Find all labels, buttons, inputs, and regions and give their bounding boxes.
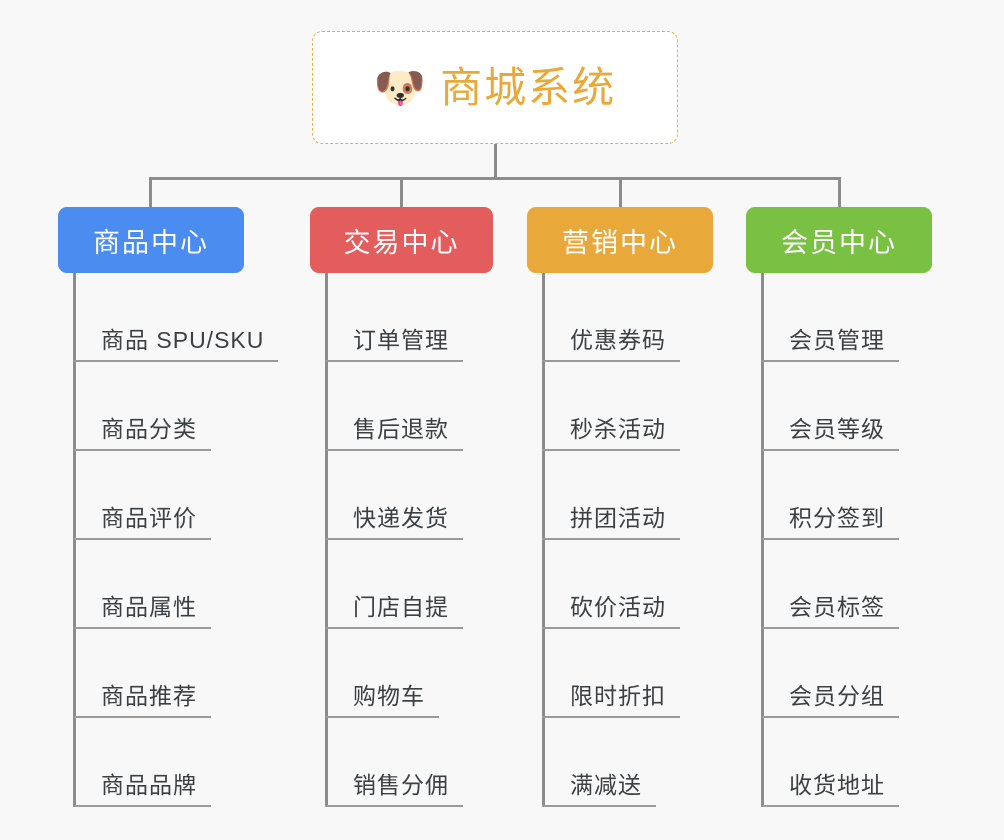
leaf-item[interactable]: 商品品牌: [73, 770, 211, 807]
leaf-label: 商品属性: [101, 594, 197, 620]
leaf-label: 会员等级: [789, 416, 885, 442]
leaf-label: 砍价活动: [570, 594, 666, 620]
leaf-item[interactable]: 订单管理: [325, 325, 463, 362]
leaf-label: 会员管理: [789, 327, 885, 353]
root-stem-line: [494, 144, 497, 179]
leaf-item[interactable]: 收货地址: [761, 770, 899, 807]
root-node[interactable]: 🐶 商城系统: [312, 31, 678, 144]
category-label: 会员中心: [781, 227, 897, 258]
leaf-label: 快递发货: [353, 505, 449, 531]
drop-line-2: [400, 177, 403, 208]
leaf-label: 满减送: [570, 772, 642, 798]
leaf-item[interactable]: 会员分组: [761, 681, 899, 718]
leaf-label: 积分签到: [789, 505, 885, 531]
leaf-item[interactable]: 积分签到: [761, 503, 899, 540]
root-title: 商城系统: [440, 63, 617, 111]
leaf-item[interactable]: 售后退款: [325, 414, 463, 451]
dog-face-icon: 🐶: [373, 63, 427, 111]
category-header-marketing[interactable]: 营销中心: [527, 207, 713, 273]
leaf-item[interactable]: 会员标签: [761, 592, 899, 629]
leaf-item[interactable]: 购物车: [325, 681, 439, 718]
category-label: 营销中心: [562, 227, 678, 258]
leaf-label: 商品分类: [101, 416, 197, 442]
leaf-label: 会员分组: [789, 683, 885, 709]
leaf-item[interactable]: 销售分佣: [325, 770, 463, 807]
leaf-item[interactable]: 商品 SPU/SKU: [73, 325, 279, 362]
leaf-label: 商品品牌: [101, 772, 197, 798]
category-trunk-line: [761, 273, 764, 807]
leaf-item[interactable]: 商品推荐: [73, 681, 211, 718]
drop-line-4: [838, 177, 841, 208]
drop-line-3: [619, 177, 622, 208]
leaf-label: 拼团活动: [570, 505, 666, 531]
leaf-label: 秒杀活动: [570, 416, 666, 442]
leaf-label: 收货地址: [789, 772, 885, 798]
leaf-label: 优惠券码: [570, 327, 666, 353]
leaf-label: 门店自提: [353, 594, 449, 620]
category-trunk-line: [542, 273, 545, 807]
leaf-item[interactable]: 会员等级: [761, 414, 899, 451]
leaf-label: 会员标签: [789, 594, 885, 620]
leaf-label: 商品评价: [101, 505, 197, 531]
category-trunk-line: [325, 273, 328, 807]
category-label: 交易中心: [343, 227, 460, 258]
leaf-item[interactable]: 商品属性: [73, 592, 211, 629]
leaf-item[interactable]: 满减送: [542, 770, 656, 807]
category-header-member[interactable]: 会员中心: [746, 207, 932, 273]
leaf-item[interactable]: 砍价活动: [542, 592, 680, 629]
category-header-product[interactable]: 商品中心: [58, 207, 244, 273]
leaf-item[interactable]: 优惠券码: [542, 325, 680, 362]
leaf-label: 商品 SPU/SKU: [101, 327, 265, 353]
leaf-label: 购物车: [353, 683, 425, 709]
leaf-label: 订单管理: [353, 327, 449, 353]
category-trunk-line: [73, 273, 76, 807]
leaf-label: 售后退款: [353, 416, 449, 442]
leaf-item[interactable]: 限时折扣: [542, 681, 680, 718]
category-label: 商品中心: [93, 227, 209, 258]
category-header-trade[interactable]: 交易中心: [310, 207, 493, 273]
leaf-item[interactable]: 商品分类: [73, 414, 211, 451]
leaf-item[interactable]: 秒杀活动: [542, 414, 680, 451]
leaf-item[interactable]: 拼团活动: [542, 503, 680, 540]
leaf-item[interactable]: 商品评价: [73, 503, 211, 540]
leaf-label: 销售分佣: [353, 772, 449, 798]
leaf-label: 商品推荐: [101, 683, 197, 709]
leaf-item[interactable]: 快递发货: [325, 503, 463, 540]
drop-line-1: [149, 177, 152, 208]
leaf-label: 限时折扣: [570, 683, 666, 709]
leaf-item[interactable]: 门店自提: [325, 592, 463, 629]
root-horizontal-bar: [150, 177, 840, 180]
leaf-item[interactable]: 会员管理: [761, 325, 899, 362]
